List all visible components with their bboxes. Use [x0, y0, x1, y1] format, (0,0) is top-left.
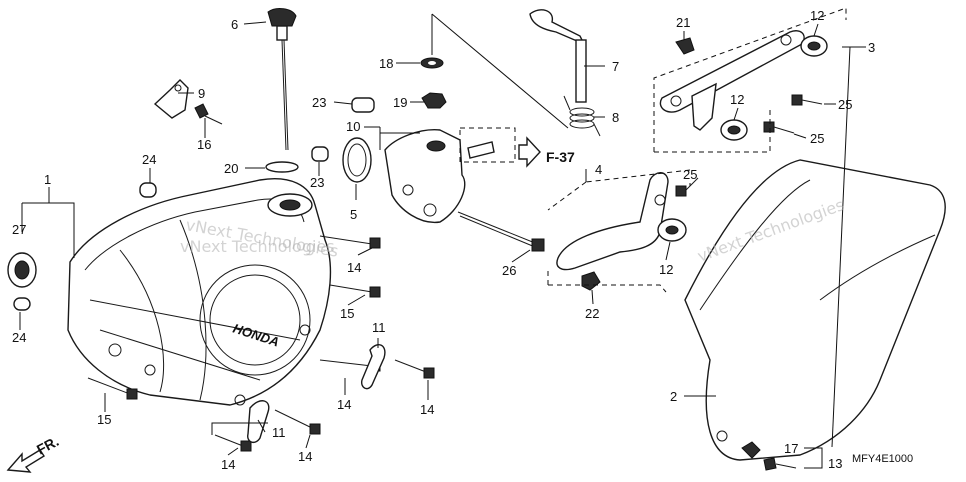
bolt-15-a [329, 284, 381, 298]
callout-11-a: 11 [372, 320, 386, 335]
link-rod [459, 127, 516, 163]
washer-18 [420, 57, 444, 69]
bolt-25-a [791, 94, 823, 106]
callout-4: 4 [595, 162, 602, 177]
bolt-25-c [675, 177, 699, 197]
callout-14-a: 14 [347, 260, 361, 275]
grommet-12-c [657, 218, 687, 242]
callout-25-c: 25 [683, 167, 697, 182]
clip-21 [675, 37, 695, 55]
long-bolt-26 [457, 211, 545, 252]
ref-arrow: F-37 [518, 136, 575, 168]
callout-23-a: 23 [312, 95, 326, 110]
clamp-11-upper [360, 344, 386, 390]
grommet-12-a [800, 35, 828, 57]
callout-19: 19 [393, 95, 407, 110]
callout-12-b: 12 [730, 92, 744, 107]
o-ring-5 [342, 137, 372, 183]
callout-25-a: 25 [838, 97, 852, 112]
dowel-pin-lower [13, 297, 31, 311]
callout-18: 18 [379, 56, 393, 71]
bolt-13 [763, 457, 797, 471]
bolt-25-b [763, 121, 795, 134]
callout-14-d: 14 [221, 457, 235, 472]
callout-11-b: 11 [272, 425, 286, 440]
callout-7: 7 [612, 59, 619, 74]
link-housing [384, 129, 466, 224]
dowel-pin-upper [139, 182, 157, 198]
bolt-15-b [87, 377, 138, 400]
bolt-16 [194, 103, 223, 125]
callout-25-b: 25 [810, 131, 824, 146]
callout-27: 27 [12, 222, 26, 237]
side-cover [684, 159, 946, 461]
callout-20: 20 [224, 161, 238, 176]
callout-13: 13 [828, 456, 842, 471]
diagram-code: MFY4E1000 [852, 453, 913, 465]
callout-8: 8 [612, 110, 619, 125]
oil-dipstick [267, 8, 297, 151]
callout-24-lower: 24 [12, 330, 26, 345]
crankcase-cover: HONDA [67, 178, 332, 406]
callout-10: 10 [346, 119, 360, 134]
stay-bracket [556, 172, 669, 271]
callout-12-c: 12 [659, 262, 673, 277]
bolt-14-a [319, 235, 381, 249]
return-spring [563, 95, 601, 137]
ref-arrow-label: F-37 [546, 149, 575, 165]
callout-6: 6 [231, 17, 238, 32]
callout-9: 9 [198, 86, 205, 101]
callout-3: 3 [868, 40, 875, 55]
cable-bracket [153, 79, 189, 119]
callout-14-c: 14 [420, 402, 434, 417]
grommet-12-b [720, 119, 748, 141]
callout-15-a: 15 [340, 306, 354, 321]
watermark-2: vNext Technologies [180, 237, 335, 256]
callout-16: 16 [197, 137, 211, 152]
clamp-11-lower [247, 400, 270, 444]
callout-12-a: 12 [810, 8, 824, 23]
collar-23-a [351, 97, 375, 113]
callout-22: 22 [585, 306, 599, 321]
callout-26: 26 [502, 263, 516, 278]
nut-22 [581, 271, 601, 291]
callout-24-upper: 24 [142, 152, 156, 167]
callout-21: 21 [676, 15, 690, 30]
callout-15-b: 15 [97, 412, 111, 427]
collar-23-b [311, 146, 329, 162]
front-arrow: FR. [6, 433, 61, 473]
cover-bracket [659, 30, 805, 131]
bolt-14-d [274, 409, 321, 435]
callout-5: 5 [350, 207, 357, 222]
callout-2: 2 [670, 389, 677, 404]
callout-17: 17 [784, 441, 798, 456]
shift-arm [529, 9, 587, 103]
callout-23-b: 23 [310, 175, 324, 190]
bolt-14-e [214, 434, 252, 452]
callout-1: 1 [44, 172, 51, 187]
nut-19 [421, 92, 447, 109]
grommet-17 [741, 441, 761, 459]
oil-seal [7, 252, 37, 288]
callout-14-b: 14 [337, 397, 351, 412]
o-ring [265, 161, 299, 173]
bolt-14-c [394, 359, 435, 379]
callout-14-e: 14 [298, 449, 312, 464]
